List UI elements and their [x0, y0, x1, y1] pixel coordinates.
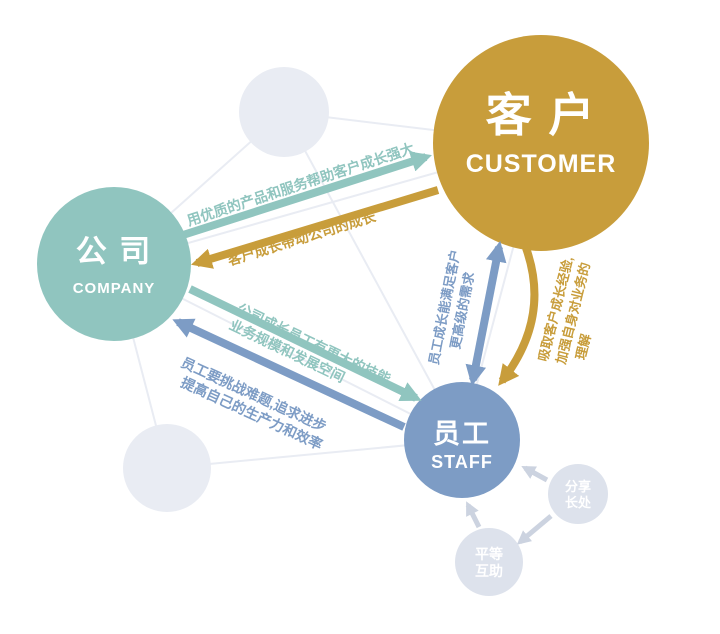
mutual-help-circle [455, 528, 523, 596]
arrow-mutualhelp-to-staff [465, 501, 482, 529]
mutual-help-label-2: 互助 [475, 563, 503, 579]
customer-circle [433, 35, 649, 251]
arrow-customer-to-staff [498, 246, 539, 386]
network-node-top [239, 67, 329, 157]
arrow-company-to-customer [181, 151, 432, 239]
company-label-zh: 公 司 [76, 234, 153, 269]
share-strengths-circle [548, 464, 608, 524]
label-customer-to-staff: 吸取客户成长经验, 加强自身对业务的 理解 [535, 255, 594, 367]
arrow-share-to-mutualhelp [516, 514, 553, 545]
svg-text:理解: 理解 [573, 332, 594, 361]
customer-label-zh: 客 户 [486, 89, 597, 141]
share-strengths-label-2: 长处 [565, 495, 592, 510]
arrow-staff-to-company [172, 318, 406, 431]
company-label-en: COMPANY [73, 280, 156, 297]
customer-label-en: CUSTOMER [466, 150, 617, 178]
staff-circle [404, 382, 520, 498]
label-staff-to-customer: 员工成长能满足客户 更高级的需求 [426, 248, 477, 366]
arrow-company-to-staff [188, 285, 422, 402]
network-node-bottom [123, 424, 211, 512]
mutual-help-label-1: 平等 [475, 546, 503, 562]
staff-label-zh: 员工 [433, 419, 491, 449]
staff-label-en: STAFF [431, 452, 493, 472]
staff-values-cluster: 分享 长处 平等 互助 [455, 464, 608, 596]
arrow-share-to-staff [521, 465, 549, 483]
company-circle [37, 187, 191, 341]
share-strengths-label-1: 分享 [565, 479, 591, 494]
arrow-customer-to-company [191, 186, 440, 269]
arrow-staff-customer-bidirectional [465, 240, 507, 387]
